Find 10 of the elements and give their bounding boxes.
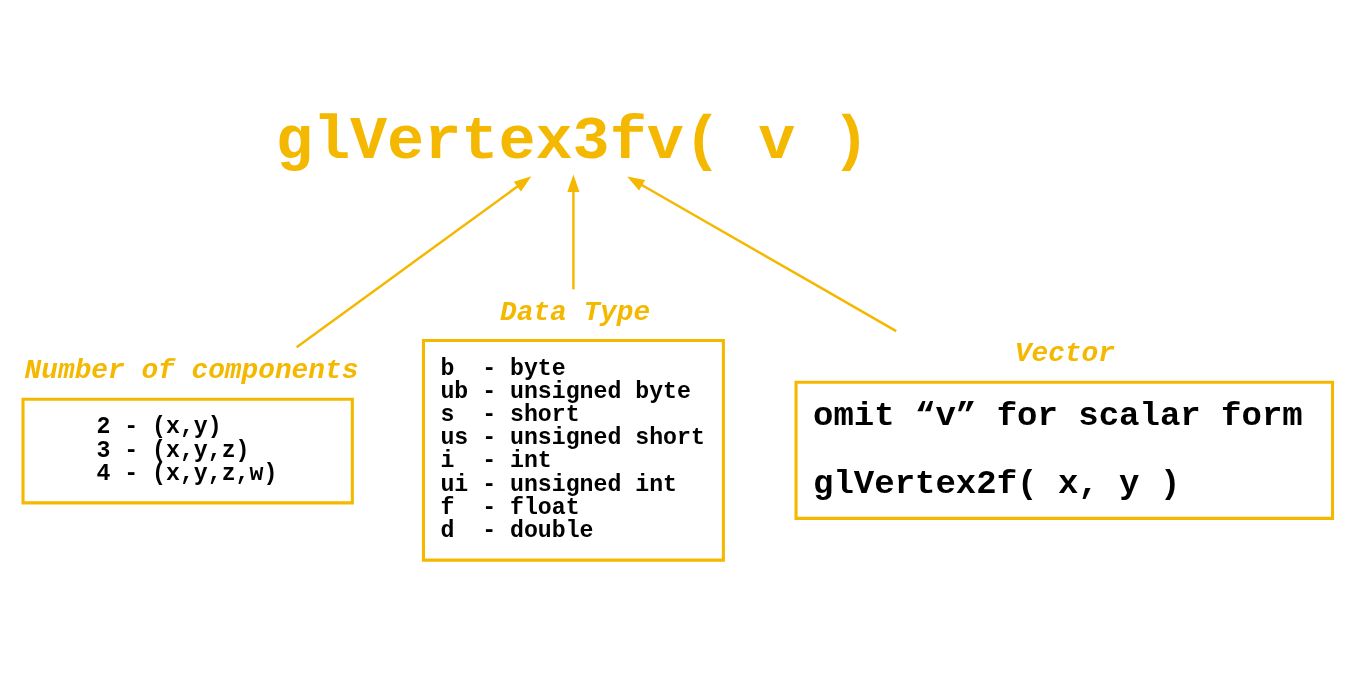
arrow [295,175,532,348]
node-text: glVertex3fv( v ) [275,106,870,177]
arrow [627,176,897,332]
node-box: b - byte ub - unsigned byte s - short us - unsigned short i - int ui - unsigned int f - float d - double [421,338,725,562]
node-label: Data Type [499,296,651,328]
node-label: Vector [1014,337,1115,369]
node-label: Number of components [24,354,359,386]
node-box: omit “v” for scalar form glVertex2f( x, y ) [794,380,1335,520]
node-box: 2 - (x,y) 3 - (x,y,z) 4 - (x,y,z,w) [21,397,354,504]
arrow [567,174,580,289]
